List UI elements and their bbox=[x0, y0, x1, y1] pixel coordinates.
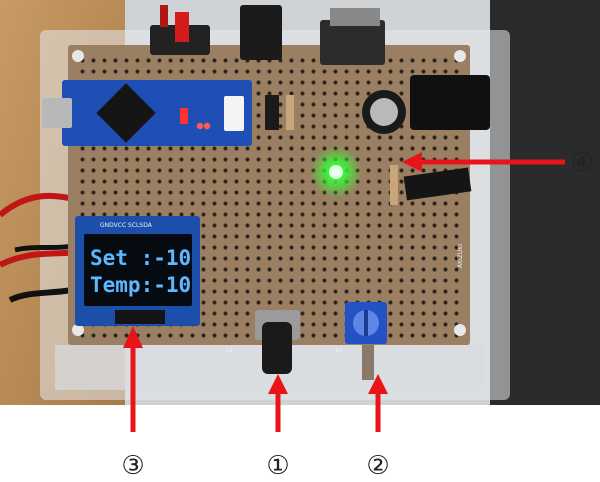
callout-label-4: ④ bbox=[570, 148, 593, 178]
arrow-3 bbox=[123, 326, 143, 432]
oled-display: GNDVCC SCLSDA Set :-10 Temp:-10 bbox=[75, 216, 200, 326]
arduino-nano bbox=[42, 80, 252, 146]
arrow-4 bbox=[402, 152, 565, 172]
board-brand-mark: AKIZUKI bbox=[457, 244, 464, 268]
photo: 15 25 AKIZUKI bbox=[0, 0, 600, 405]
temperature-sensor bbox=[390, 165, 398, 205]
oled-temp-line: Temp:-10 bbox=[90, 273, 191, 297]
trimmer-potentiometer bbox=[345, 302, 387, 380]
annotation-arrows bbox=[123, 152, 565, 432]
callout-label-3: ③ bbox=[121, 451, 144, 481]
oled-set-line: Set :-10 bbox=[90, 246, 191, 270]
arrow-1 bbox=[268, 374, 288, 432]
small-ic bbox=[265, 95, 279, 130]
top-connectors bbox=[150, 5, 385, 65]
col-mark-15: 15 bbox=[225, 347, 233, 354]
resistor bbox=[286, 95, 294, 130]
callout-label-2: ② bbox=[366, 451, 389, 481]
capacitor bbox=[362, 90, 406, 134]
oled-screen bbox=[84, 234, 192, 306]
col-mark-25: 25 bbox=[335, 347, 343, 354]
arrow-2 bbox=[368, 374, 388, 432]
callout-label-1: ① bbox=[266, 451, 289, 481]
oled-header-pins: GNDVCC SCLSDA bbox=[100, 222, 153, 229]
rotary-encoder bbox=[255, 310, 300, 374]
mosfet bbox=[403, 167, 472, 201]
callout-labels: ③ ① ② ④ bbox=[121, 148, 593, 481]
dc-power-jack bbox=[410, 75, 490, 130]
green-led bbox=[310, 146, 362, 198]
